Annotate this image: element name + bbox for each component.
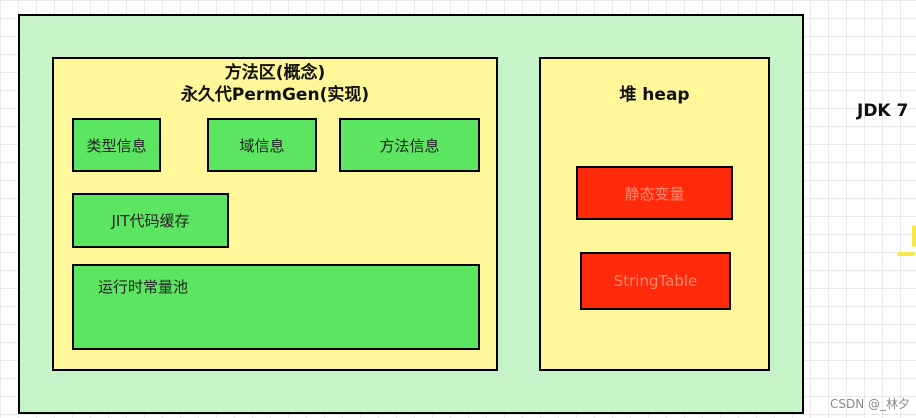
decorative-highlight <box>912 225 916 247</box>
field-info-box: 域信息 <box>207 118 317 172</box>
method-info-label: 方法信息 <box>379 136 440 155</box>
string-table-label: StringTable <box>613 272 698 290</box>
static-vars-label: 静态变量 <box>624 184 685 203</box>
jit-cache-box: JIT代码缓存 <box>72 193 229 248</box>
runtime-constant-pool-label: 运行时常量池 <box>98 278 189 296</box>
method-info-box: 方法信息 <box>339 118 480 172</box>
type-info-box: 类型信息 <box>72 118 161 172</box>
heap-title: 堆 heap <box>619 85 690 105</box>
jit-cache-label: JIT代码缓存 <box>111 212 190 230</box>
field-info-label: 域信息 <box>239 136 285 155</box>
watermark: CSDN @_林夕 <box>829 397 910 411</box>
string-table-box: StringTable <box>580 252 731 310</box>
static-vars-box: 静态变量 <box>576 166 733 220</box>
method-area-title-line2: 永久代PermGen(实现) <box>180 85 370 105</box>
runtime-constant-pool-box: 运行时常量池 <box>72 264 480 350</box>
method-area-title-line1: 方法区(概念) <box>224 63 326 83</box>
jdk-version-label: JDK 7 <box>857 101 909 121</box>
type-info-label: 类型信息 <box>86 136 147 155</box>
method-area-container: 方法区(概念) 永久代PermGen(实现) 类型信息 域信息 方法信息 JIT… <box>52 57 498 371</box>
heap-container: 堆 heap 静态变量 StringTable <box>539 57 770 371</box>
decorative-highlight <box>897 252 915 256</box>
